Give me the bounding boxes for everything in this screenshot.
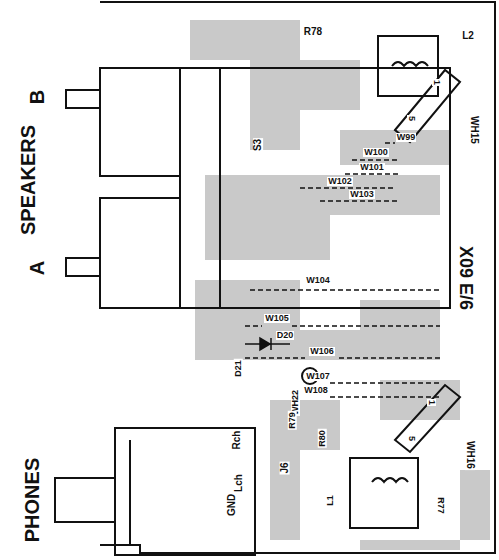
silkscreen-label: PHONES	[22, 457, 42, 543]
silkscreen-label: 1	[432, 78, 441, 85]
silkscreen-label: Lch	[234, 473, 244, 493]
silkscreen-label: WH15	[469, 115, 479, 145]
silkscreen-label: W103	[349, 190, 375, 199]
silkscreen-label: R78	[303, 27, 323, 37]
silkscreen-label: R80	[317, 429, 326, 448]
silkscreen-label: S3	[253, 138, 263, 152]
silkscreen-label: 5	[407, 434, 416, 441]
silkscreen-label: W100	[363, 148, 389, 157]
silkscreen-label: W106	[309, 347, 335, 356]
silkscreen-label: 1	[427, 398, 436, 405]
silkscreen-label: R77	[435, 496, 444, 515]
silkscreen-label: W102	[327, 177, 353, 186]
silkscreen-label: WH16	[465, 440, 475, 470]
silkscreen-label: X09 E/6	[457, 245, 475, 311]
silkscreen-label: A	[27, 260, 47, 276]
silkscreen-label: L1	[325, 494, 334, 507]
silkscreen-label: W99	[396, 133, 417, 142]
silkscreen-label: L2	[461, 31, 475, 41]
silkscreen-label: W105	[264, 314, 290, 323]
silkscreen-label: W107	[305, 372, 331, 381]
silkscreen-label: 5	[407, 114, 416, 121]
silkscreen-label: J6	[280, 461, 290, 474]
silkscreen-label: D20	[276, 331, 295, 340]
silkscreen-label: D21	[233, 359, 242, 378]
silkscreen-label: W108	[303, 386, 329, 395]
silkscreen-label: B	[27, 89, 47, 105]
silkscreen-label: R79	[287, 411, 296, 430]
silkscreen-label: W104	[305, 276, 331, 285]
silkscreen-label: GND	[227, 493, 237, 517]
silkscreen-label: Rch	[232, 430, 242, 451]
silkscreen-label: W101	[359, 163, 385, 172]
silkscreen-label: SPEAKERS	[18, 124, 38, 236]
